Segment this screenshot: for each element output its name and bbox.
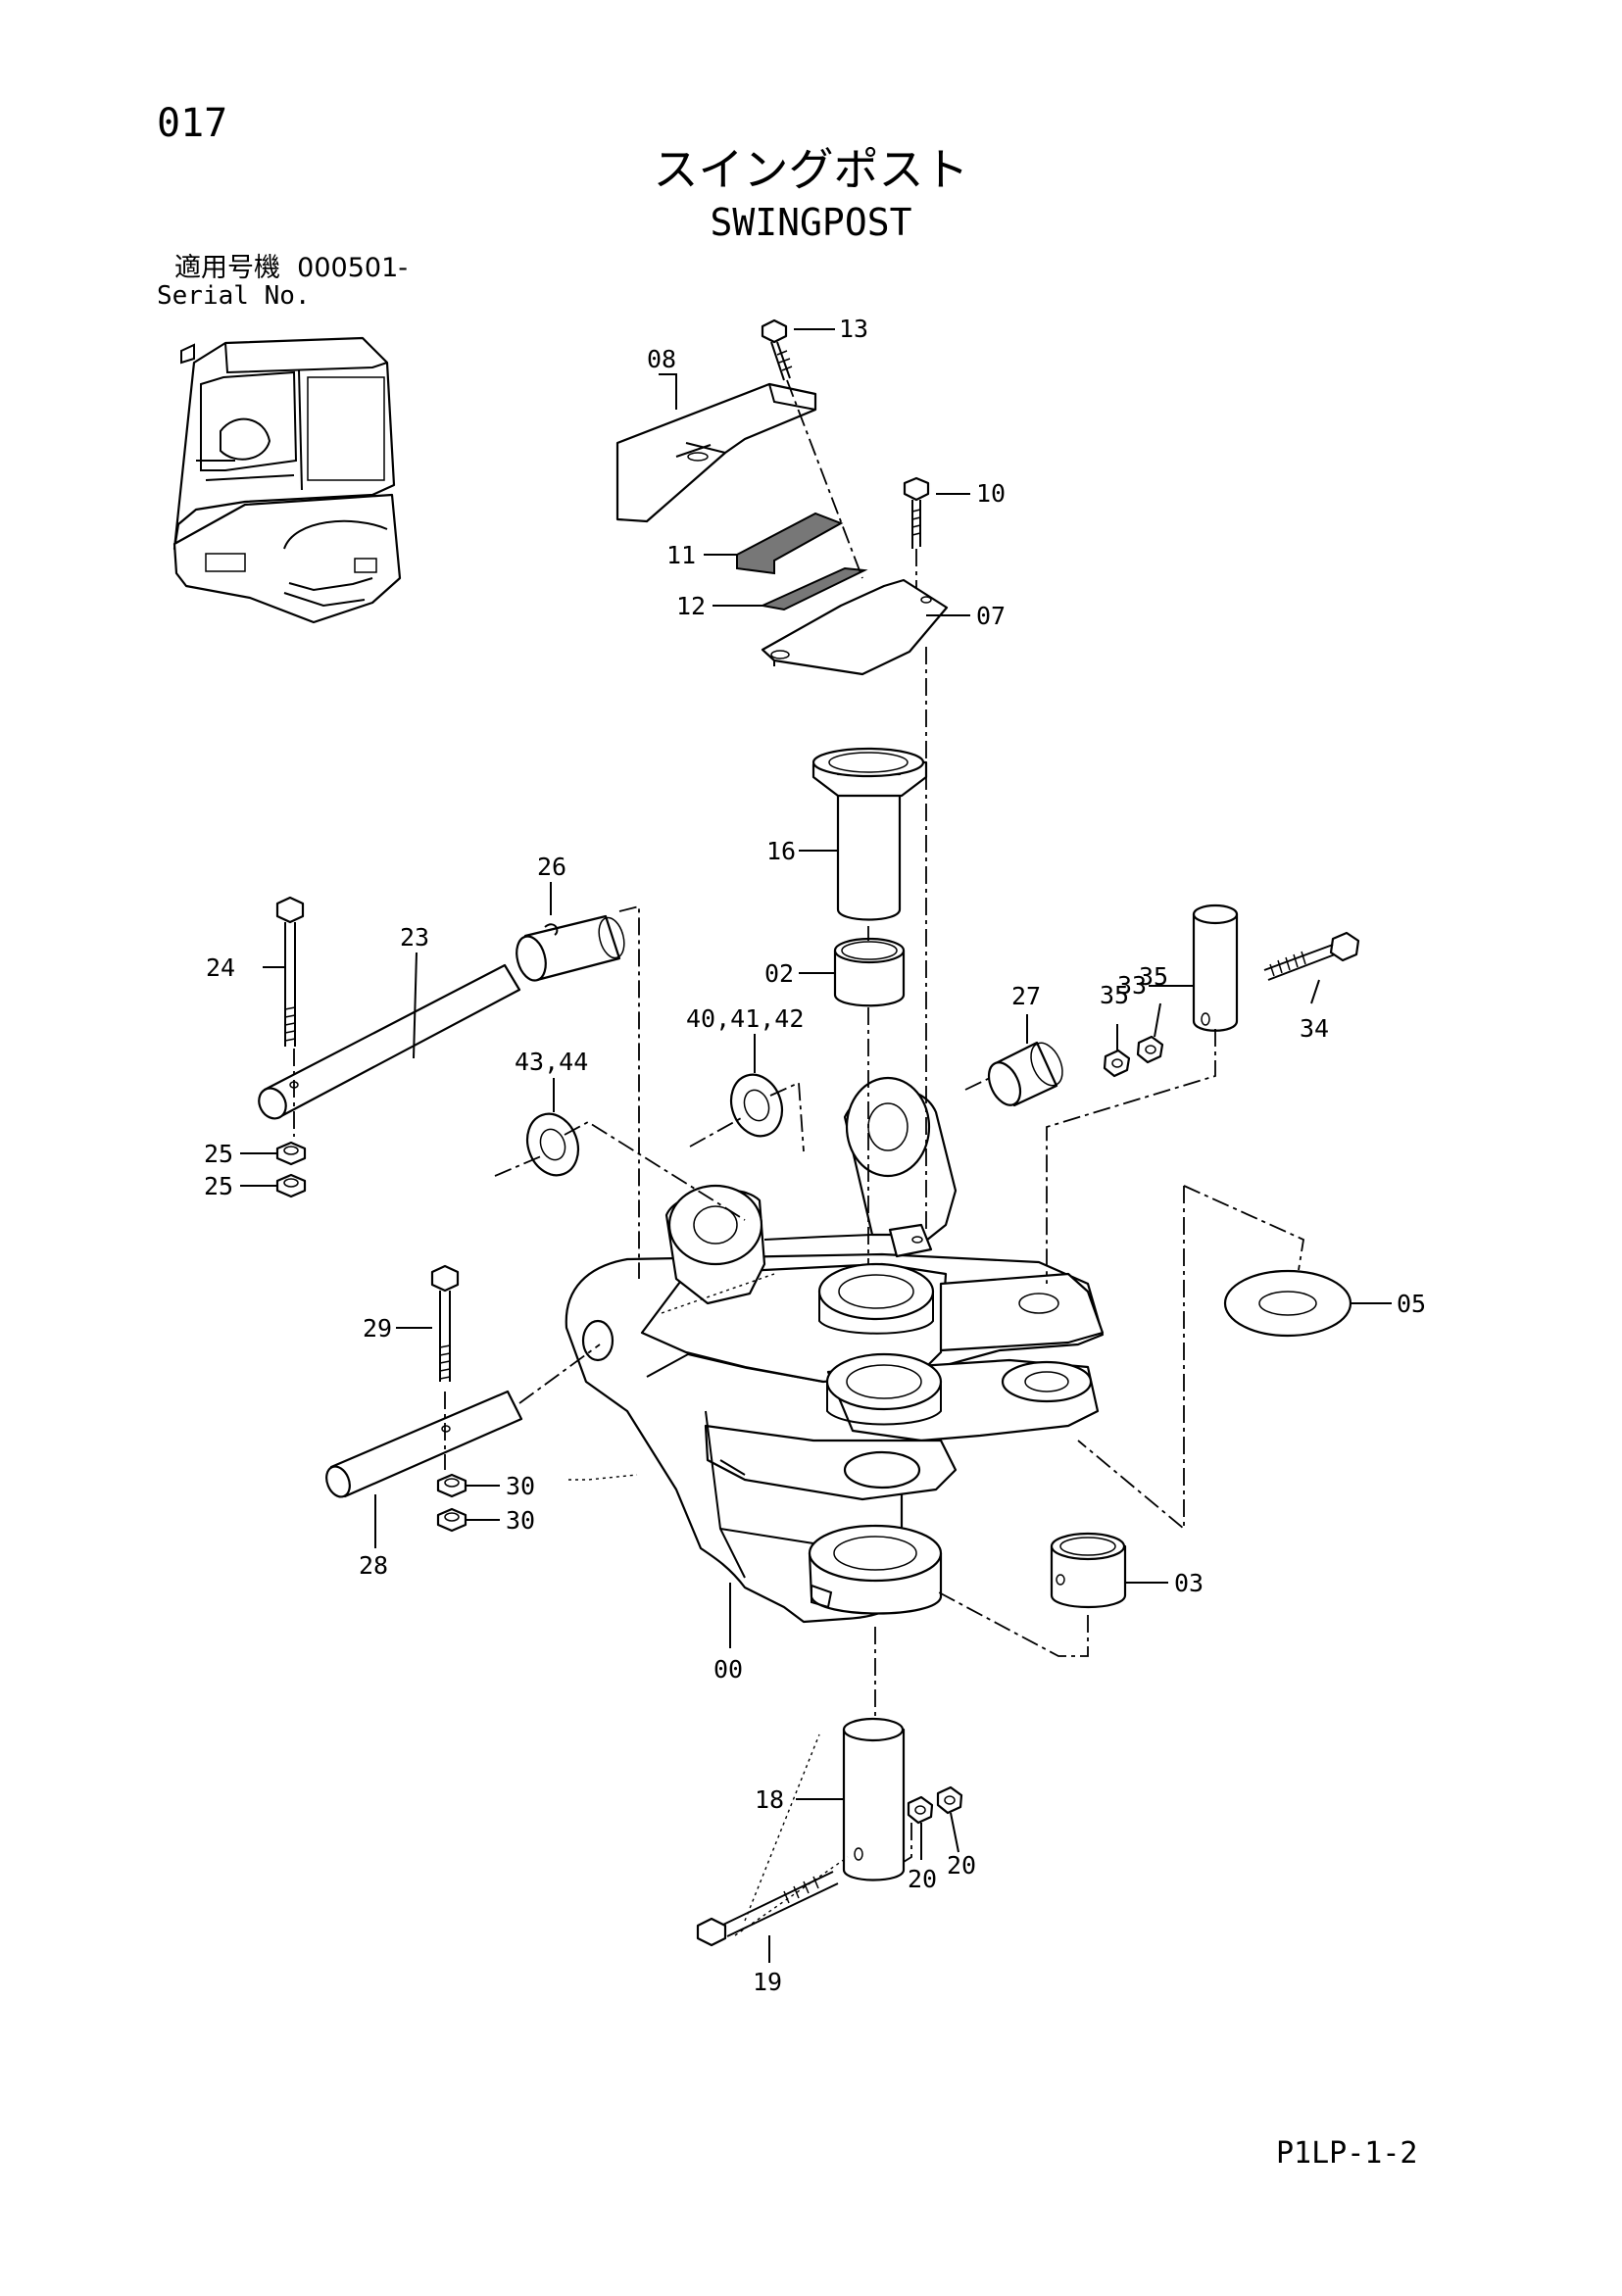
callout-35a: 35 — [1100, 981, 1129, 1009]
bolt-19 — [696, 1871, 839, 1947]
callout-12: 12 — [676, 592, 706, 620]
callout-33: 33 — [1117, 971, 1147, 1000]
callout-35b: 35 — [1139, 962, 1168, 991]
plate-07 — [761, 578, 949, 676]
callout-16: 16 — [766, 837, 796, 865]
washer-43-44 — [525, 1112, 580, 1177]
bushing-27 — [987, 1041, 1063, 1107]
nut-35b — [1136, 1035, 1164, 1064]
callout-25b: 25 — [204, 1172, 233, 1200]
callout-18: 18 — [755, 1785, 784, 1814]
callout-28: 28 — [359, 1551, 388, 1580]
nut-20a — [907, 1795, 934, 1825]
callout-20b: 20 — [947, 1851, 976, 1880]
callout-20a: 20 — [908, 1865, 937, 1893]
washer-05 — [1223, 1269, 1352, 1338]
cover-08 — [615, 382, 817, 523]
bolt-10 — [903, 476, 930, 549]
nut-25b — [275, 1173, 307, 1198]
callout-43-44: 43,44 — [515, 1048, 588, 1076]
callout-07: 07 — [976, 602, 1006, 630]
bushing-03 — [1050, 1532, 1127, 1609]
leader-lines — [240, 328, 1392, 1963]
callout-23: 23 — [400, 923, 429, 952]
pin-33 — [1192, 904, 1239, 1032]
nut-35a — [1103, 1049, 1131, 1078]
bolt-24 — [275, 896, 305, 1047]
pin-18 — [842, 1717, 906, 1881]
page-code: P1LP-1-2 — [1276, 2136, 1418, 2171]
rubber-pad-12 — [759, 566, 868, 611]
pin-16 — [811, 747, 928, 921]
callout-03: 03 — [1174, 1569, 1204, 1597]
rubber-pad-11 — [736, 512, 844, 575]
serial-label-jp-text: 適用号機 — [174, 253, 280, 283]
callout-30b: 30 — [506, 1506, 535, 1535]
bolt-34 — [1263, 931, 1360, 981]
washer-40-41-42 — [729, 1073, 784, 1138]
bushing-26 — [516, 914, 625, 982]
swingpost-body-00 — [565, 1076, 1105, 1624]
callout-34: 34 — [1300, 1014, 1329, 1043]
callout-19: 19 — [753, 1968, 782, 1996]
bolt-13 — [761, 318, 793, 381]
assembly-lines — [293, 379, 1304, 1936]
serial-label-japanese: 適用号機 000501- — [174, 255, 408, 281]
callout-27: 27 — [1011, 982, 1041, 1010]
page-number: 017 — [157, 101, 228, 146]
callout-30a: 30 — [506, 1472, 535, 1500]
title-japanese: スイングポスト — [653, 143, 969, 196]
callout-13: 13 — [839, 315, 868, 343]
callout-40-41-42: 40,41,42 — [686, 1004, 804, 1033]
machine-thumbnail — [172, 336, 402, 624]
callout-08: 08 — [647, 345, 676, 373]
callout-24: 24 — [206, 953, 235, 982]
nut-30a — [436, 1473, 467, 1498]
nut-25a — [275, 1141, 307, 1166]
callout-05: 05 — [1397, 1290, 1426, 1318]
nut-30b — [436, 1507, 467, 1533]
callout-29: 29 — [363, 1314, 392, 1343]
callout-11: 11 — [666, 541, 696, 569]
pin-28 — [325, 1390, 523, 1498]
callout-25a: 25 — [204, 1140, 233, 1168]
callout-labels: 08 13 10 11 12 07 16 02 26 23 24 40,41,4… — [204, 315, 1426, 1996]
serial-number-value: 000501- — [297, 253, 408, 283]
callout-02: 02 — [764, 959, 794, 988]
bolt-29 — [430, 1264, 460, 1382]
pin-23 — [258, 963, 521, 1120]
callout-26: 26 — [537, 853, 566, 881]
callout-10: 10 — [976, 479, 1006, 508]
callout-00: 00 — [713, 1655, 743, 1684]
serial-label-english: Serial No. — [157, 281, 311, 311]
title-english: SWINGPOST — [710, 201, 912, 244]
bushing-02 — [833, 937, 906, 1007]
nut-20b — [936, 1785, 963, 1815]
